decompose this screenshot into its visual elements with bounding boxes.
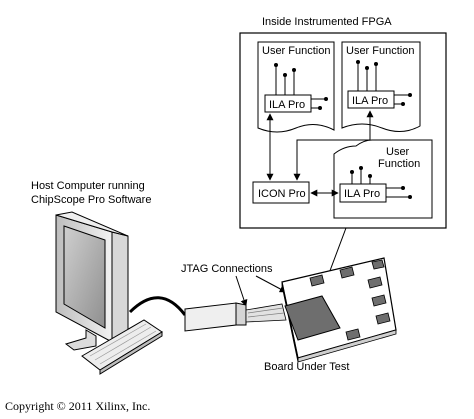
fpga-connections [266, 110, 374, 197]
user-function-2-label: User Function [346, 45, 414, 57]
icon-pro-box [252, 181, 310, 204]
board-fpga-chip [284, 295, 341, 341]
user-function-3-label-line1: User [386, 146, 410, 158]
user-function-1: User Function ILA Pro [257, 41, 335, 133]
user-function-3: User Function ILA Pro [333, 139, 433, 219]
user-function-1-label: User Function [262, 45, 330, 57]
icon-pro-label: ICON Pro [258, 188, 306, 200]
monitor-screen [63, 225, 106, 329]
monitor-stand [64, 329, 97, 351]
jtag-pod [184, 302, 287, 332]
user-function-2: User Function ILA Pro [341, 41, 421, 132]
jtag-arrow-2 [255, 275, 287, 293]
icon-ila2-link [293, 110, 374, 181]
ila-pro-2-label: ILA Pro [352, 95, 388, 107]
jtag-label: JTAG Connections [181, 263, 273, 275]
jtag-cable [128, 296, 187, 316]
user-function-3-shape [333, 139, 433, 219]
host-computer [55, 211, 163, 375]
fpga-title: Inside Instrumented FPGA [262, 16, 392, 28]
ila-pro-3-label: ILA Pro [344, 188, 380, 200]
board-under-test: Board Under Test [264, 257, 397, 373]
ila-pro-2 [347, 90, 395, 109]
host-caption-line2: ChipScope Pro Software [31, 194, 151, 206]
ila-pro-3 [339, 183, 387, 203]
icon-pro: ICON Pro [252, 181, 310, 204]
user-function-3-label-line2: Function [378, 158, 420, 170]
copyright-text: Copyright © 2011 Xilinx, Inc. [5, 399, 150, 413]
jtag-arrow-1 [235, 275, 248, 307]
ila-pro-1 [264, 94, 312, 113]
ila-pro-1-label: ILA Pro [269, 99, 305, 111]
board-pads [309, 259, 391, 341]
board-label: Board Under Test [264, 361, 349, 373]
host-caption-line1: Host Computer running [31, 180, 145, 192]
